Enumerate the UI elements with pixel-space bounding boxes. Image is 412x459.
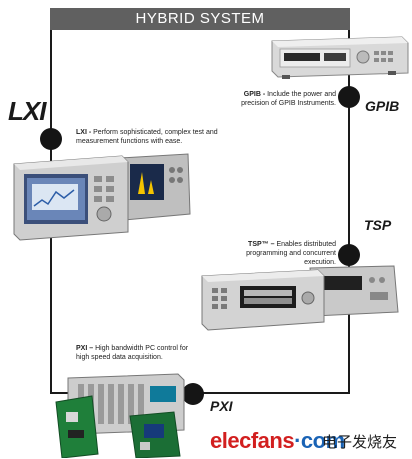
diagram-title: HYBRID SYSTEM <box>50 8 350 30</box>
tsp-label: TSP™ – <box>248 241 275 248</box>
pxi-label: PXI – <box>76 345 94 352</box>
lxi-header: LXI <box>8 96 46 126</box>
tsp-instrument-image <box>201 265 399 331</box>
lxi-text: Perform sophisticated, complex test and … <box>76 129 218 145</box>
elecfans-logo: elecfans·com <box>210 428 345 454</box>
tsp-description: TSP™ – Enables distributed programming a… <box>228 240 336 267</box>
pxi-text: High bandwidth PC control for high speed… <box>76 345 189 361</box>
gpib-text: Include the power and precision of GPIB … <box>241 91 336 107</box>
tsp-header: TSP <box>364 217 392 233</box>
pxi-instrument-image <box>55 373 185 458</box>
tsp-text: Enables distributed programming and conc… <box>246 241 336 266</box>
elecfans-cn-text: 电子发烧友 <box>322 433 398 451</box>
brand-dot: · <box>294 428 301 453</box>
gpib-header: GPIB <box>365 98 400 114</box>
lxi-label: LXI - <box>76 129 92 136</box>
pxi-description: PXI – High bandwidth PC control for high… <box>76 344 196 362</box>
pxi-node <box>182 383 204 405</box>
lxi-description: LXI - Perform sophisticated, complex tes… <box>76 128 246 146</box>
tsp-node <box>338 244 360 266</box>
pxi-header: PXI <box>210 398 233 414</box>
gpib-label: GPIB - <box>243 91 266 98</box>
gpib-description: GPIB - Include the power and precision o… <box>232 90 336 108</box>
gpib-node <box>338 86 360 108</box>
lxi-node <box>40 128 62 150</box>
lxi-instrument-image <box>13 153 191 241</box>
brand-part-a: elecfans <box>210 428 295 453</box>
gpib-instrument-image <box>271 36 409 79</box>
brand-part-b: com <box>300 428 345 453</box>
